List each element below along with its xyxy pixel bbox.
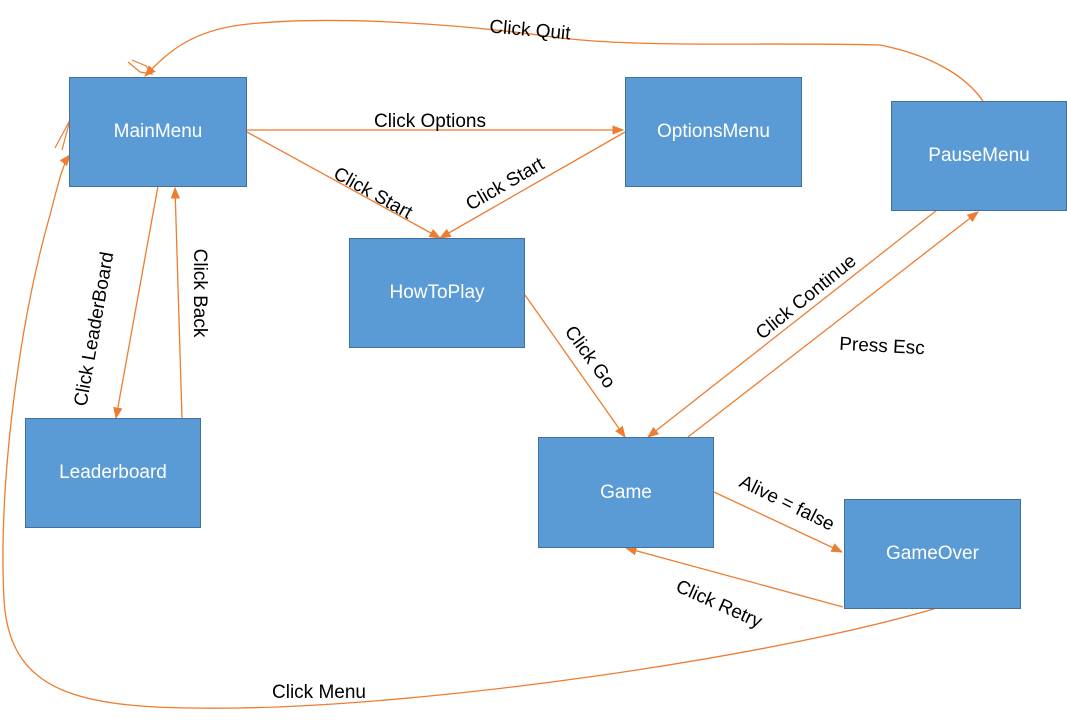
node-game-over: GameOver bbox=[844, 499, 1021, 609]
label-click-continue: Click Continue bbox=[752, 251, 860, 344]
edge-click-menu bbox=[2, 154, 938, 709]
node-pause-menu: PauseMenu bbox=[891, 101, 1067, 211]
edge-click-leaderboard bbox=[113, 185, 159, 420]
edge-click-retry bbox=[624, 546, 844, 608]
edge-press-esc bbox=[687, 211, 979, 438]
node-main-menu: MainMenu bbox=[69, 77, 247, 187]
label-click-options: Click Options bbox=[374, 111, 486, 132]
label-click-menu: Click Menu bbox=[272, 682, 366, 703]
edge-alive-false bbox=[713, 491, 844, 553]
label-click-back: Click Back bbox=[189, 249, 210, 338]
node-game: Game bbox=[538, 437, 714, 548]
edge-click-go bbox=[524, 294, 626, 438]
edge-click-back bbox=[170, 186, 183, 419]
edge-click-start-options bbox=[438, 131, 626, 239]
label-click-retry: Click Retry bbox=[673, 576, 766, 633]
label-click-start-options: Click Start bbox=[463, 153, 549, 215]
edge-click-quit bbox=[144, 19, 984, 102]
label-click-leaderboard: Click LeaderBoard bbox=[71, 250, 119, 408]
label-click-quit: Click Quit bbox=[489, 16, 573, 44]
label-press-esc: Press Esc bbox=[839, 334, 926, 359]
edge-click-continue bbox=[647, 209, 938, 438]
node-options-menu: OptionsMenu bbox=[625, 77, 802, 187]
edge-click-start-main bbox=[246, 131, 442, 239]
scribble-mark bbox=[54, 59, 154, 151]
node-leaderboard: Leaderboard bbox=[25, 418, 201, 528]
label-click-start-main: Click Start bbox=[330, 163, 417, 224]
node-how-to-play: HowToPlay bbox=[349, 238, 525, 348]
